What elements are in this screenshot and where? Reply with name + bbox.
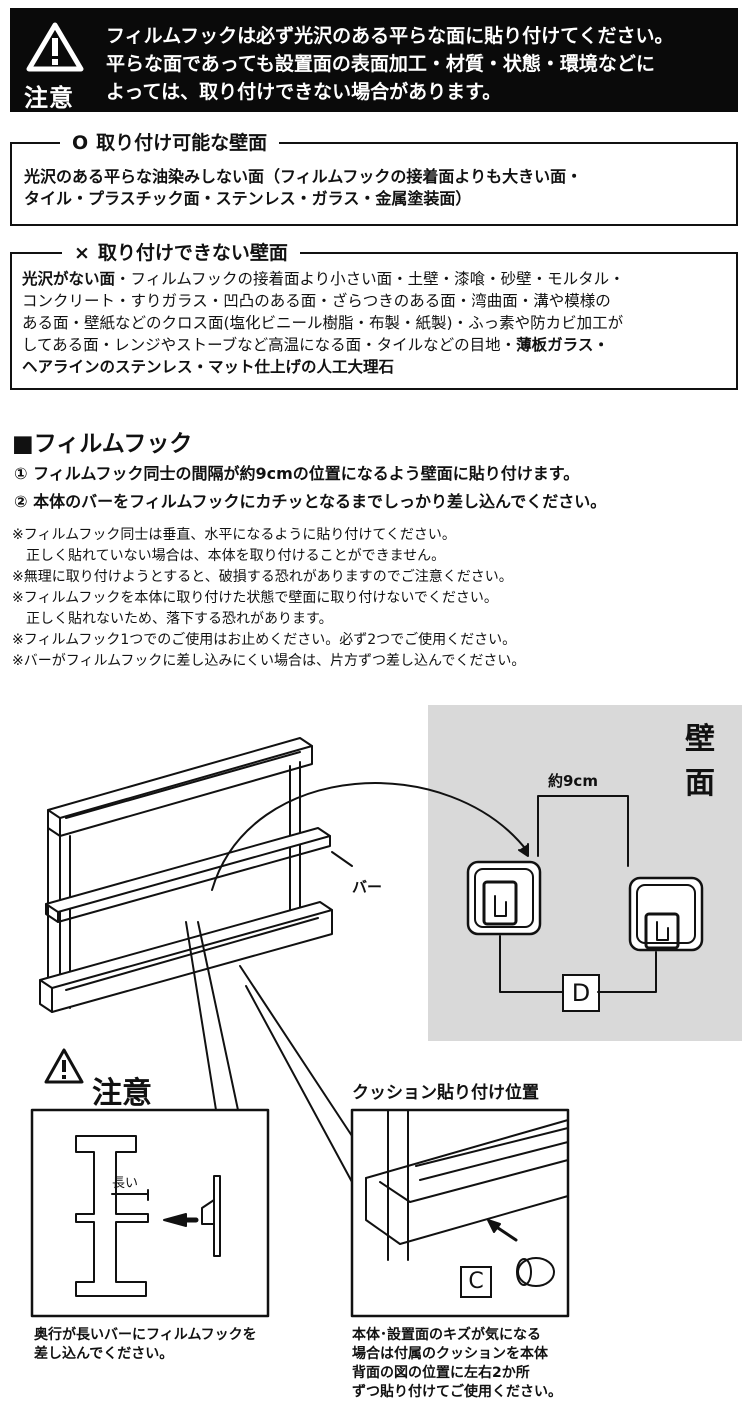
ok-line: タイル・プラスチック面・ステンレス・ガラス・金属塗装面） xyxy=(24,189,472,208)
cushion-tag-c: C xyxy=(460,1266,492,1298)
caption-line: 差し込んでください。 xyxy=(34,1346,174,1362)
warning-line: 平らな面であっても設置面の表面加工・材質・状態・環境などに xyxy=(106,53,655,75)
d-leader-right xyxy=(597,951,657,993)
note-item: ※無理に取り付けようとすると、破損する恐れがありますのでご注意ください。 xyxy=(12,569,513,585)
warning-banner: 注意 フィルムフックは必ず光沢のある平らな面に貼り付けてください。 平らな面であ… xyxy=(10,8,738,112)
cushion-pad-icon xyxy=(516,1257,555,1287)
bar-label: バー xyxy=(352,878,383,896)
caption-line: 背面の図の位置に左右2か所 xyxy=(352,1365,530,1381)
long-label: 長い xyxy=(112,1176,139,1191)
ng-line: してある面・レンジやストーブなど高温になる面・タイルなどの目地・ xyxy=(22,336,517,354)
ng-line-bold: ヘアラインのステンレス・マット仕上げの人工大理石 xyxy=(22,358,395,376)
wall-label-2: 面 xyxy=(685,766,715,801)
step-1: ① フィルムフック同士の間隔が約9cmの位置になるよう壁面に貼り付けます。 xyxy=(14,464,580,483)
hook-tag-d: D xyxy=(562,974,600,1012)
film-hook-side xyxy=(201,1175,221,1257)
note-item: 正しく貼れていない場合は、本体を取り付けることができません。 xyxy=(26,548,446,564)
cushion-title: クッション貼り付け位置 xyxy=(352,1083,539,1103)
notes-list: ※フィルムフック同士は垂直、水平になるように貼り付けてください。 正しく貼れてい… xyxy=(12,525,525,672)
section-title: ■フィルムフック xyxy=(12,431,193,457)
warning-line: よっては、取り付けできない場合があります。 xyxy=(106,81,502,103)
arrow-head xyxy=(518,843,529,857)
insert-arrow-icon xyxy=(163,1213,187,1227)
ok-surfaces-box xyxy=(10,142,738,226)
ng-title-text: 取り付けできない壁面 xyxy=(97,242,288,264)
caution-title-text: 注意 xyxy=(92,1076,152,1111)
step-2: ② 本体のバーをフィルムフックにカチッとなるまでしっかり差し込んでください。 xyxy=(14,492,607,511)
bar-pointer xyxy=(331,851,353,867)
caution-box xyxy=(30,1108,270,1318)
warning-triangle-icon xyxy=(26,22,84,72)
ng-line: コンクリート・すりガラス・凹凸のある面・ざらつきのある面・湾曲面・溝や模様の xyxy=(22,292,611,310)
film-hook-right xyxy=(628,876,704,952)
cross-mark-icon: × xyxy=(74,242,90,264)
note-item: 正しく貼れないため、落下する恐れがあります。 xyxy=(26,611,333,627)
ok-line: 光沢のある平らな油染みしない面（フィルムフックの接着面よりも大きい面・ xyxy=(24,167,583,186)
warning-label: 注意 xyxy=(24,84,74,112)
d-leader-left xyxy=(499,935,563,993)
ok-surfaces-text: 光沢のある平らな油染みしない面（フィルムフックの接着面よりも大きい面・ タイル・… xyxy=(24,166,582,210)
ng-line: ・フィルムフックの接着面より小さい面・土壁・漆喰・砂壁・モルタル・ xyxy=(115,270,625,288)
caption-line: ずつ貼り付けてご使用ください。 xyxy=(352,1384,562,1400)
caution-triangle-icon xyxy=(44,1048,84,1084)
caption-line: 場合は付属のクッションを本体 xyxy=(352,1346,548,1362)
wall-label-1: 壁 xyxy=(685,722,715,757)
note-item: ※バーがフィルムフックに差し込みにくい場合は、片方ずつ差し込んでください。 xyxy=(12,653,526,669)
warning-line: フィルムフックは必ず光沢のある平らな面に貼り付けてください。 xyxy=(106,25,674,47)
rack-rear-detail xyxy=(365,1109,569,1261)
rack-top-tray xyxy=(47,737,313,837)
zoom-line xyxy=(245,985,353,1183)
zoom-line xyxy=(185,921,217,1111)
ng-surfaces-box xyxy=(10,252,738,390)
note-item: ※フィルムフック1つでのご使用はお止めください。必ず2つでご使用ください。 xyxy=(12,632,517,648)
caption-line: 本体･設置面のキズが気になる xyxy=(352,1327,541,1343)
distance-label: 約9cm xyxy=(548,772,598,790)
product-diagram xyxy=(30,737,704,1318)
cushion-caption: 本体･設置面のキズが気になる 場合は付属のクッションを本体 背面の図の位置に左右… xyxy=(352,1326,562,1402)
zoom-line xyxy=(197,921,239,1111)
rack-bar xyxy=(45,827,331,923)
circle-mark-icon: O xyxy=(72,132,89,154)
arc-arrow xyxy=(211,782,529,891)
caution-title: 注意 xyxy=(46,1068,152,1112)
ng-bold-lead: 光沢がない面 xyxy=(22,270,116,288)
caution-caption: 奥行が長いバーにフィルムフックを 差し込んでください。 xyxy=(34,1326,257,1364)
note-item: ※フィルムフック同士は垂直、水平になるように貼り付けてください。 xyxy=(12,527,456,543)
ng-surfaces-title: × 取り付けできない壁面 xyxy=(62,238,300,265)
ok-title-text: 取り付け可能な壁面 xyxy=(96,132,268,154)
warning-text: フィルムフックは必ず光沢のある平らな面に貼り付けてください。 平らな面であっても… xyxy=(106,22,674,106)
ok-surfaces-title: O 取り付け可能な壁面 xyxy=(60,128,280,155)
cushion-box xyxy=(350,1108,570,1318)
caption-line: 奥行が長いバーにフィルムフックを xyxy=(34,1327,257,1343)
rack-bottom-tray xyxy=(39,901,333,1013)
note-item: ※フィルムフックを本体に取り付けた状態で壁面に取り付けないでください。 xyxy=(12,590,498,606)
distance-bracket xyxy=(537,795,629,867)
bar-section-detail xyxy=(75,1135,149,1297)
ng-bold-tail: 薄板ガラス・ xyxy=(516,336,609,354)
zoom-line xyxy=(239,965,353,1137)
ng-line: ある面・壁紙などのクロス面(塩化ビニール樹脂・布製・紙製)・ふっ素や防カビ加工が xyxy=(22,314,624,332)
ng-surfaces-text: 光沢がない面・フィルムフックの接着面より小さい面・土壁・漆喰・砂壁・モルタル・ … xyxy=(22,268,625,378)
cushion-arrow-icon xyxy=(487,1219,501,1233)
film-hook-left xyxy=(466,860,542,936)
